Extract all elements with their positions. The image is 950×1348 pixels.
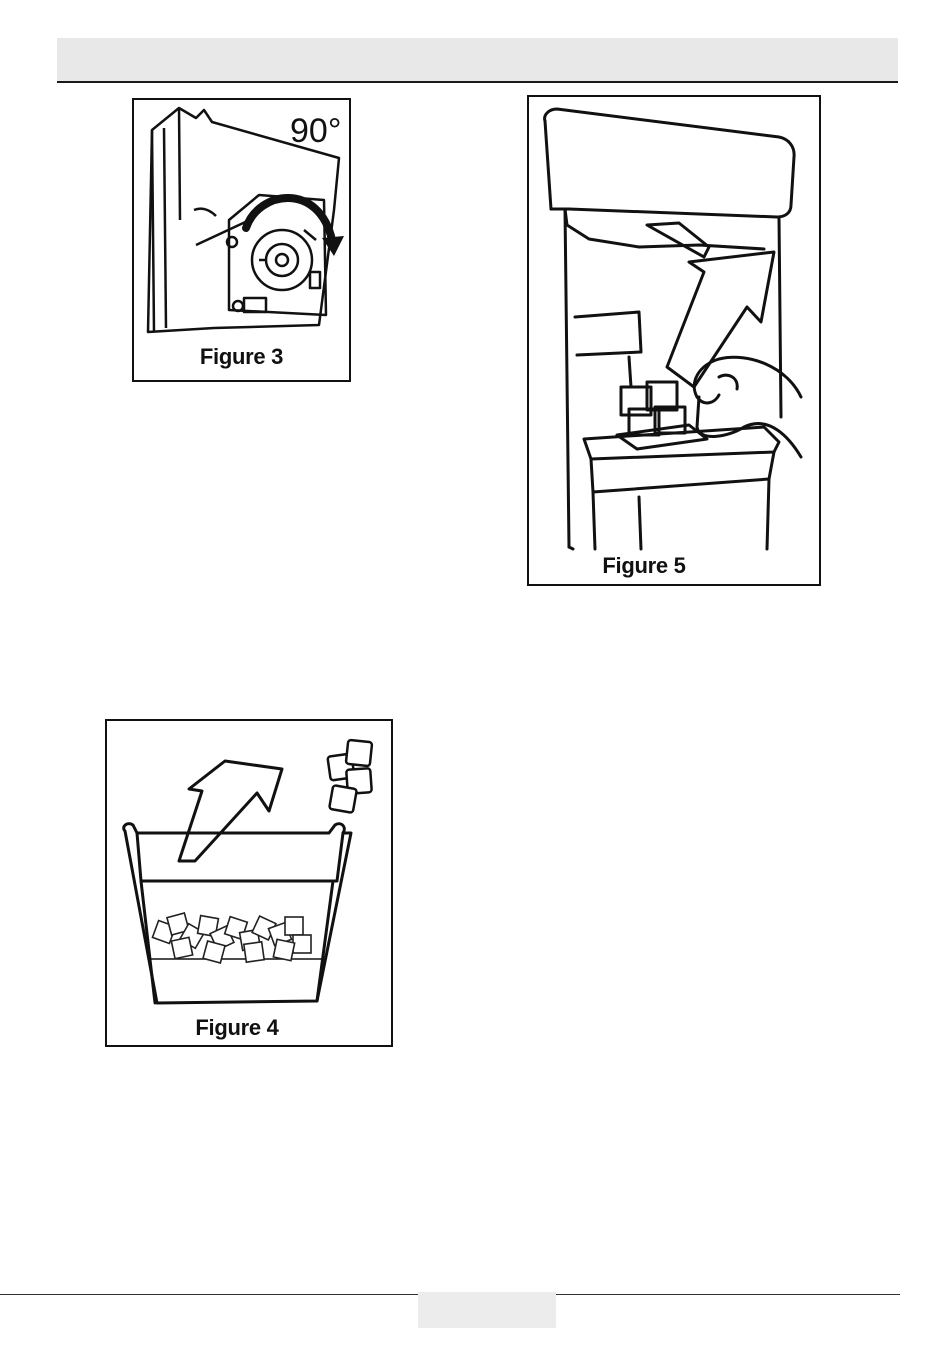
figure-5: Figure 5: [527, 95, 821, 586]
header-rule: [57, 81, 898, 83]
figure-5-illustration: [529, 97, 819, 584]
figure-4: Figure 4: [105, 719, 393, 1047]
figure-4-caption: Figure 4: [83, 1015, 391, 1041]
figure-3: 90° Figure 3: [132, 98, 351, 382]
figure-4-illustration: [107, 721, 391, 1045]
figure-5-caption: Figure 5: [469, 553, 819, 579]
rotation-angle-label: 90°: [290, 112, 341, 151]
page-header-band: [57, 38, 898, 81]
page-number-tab: [418, 1292, 556, 1328]
figure-3-caption: Figure 3: [134, 344, 349, 370]
